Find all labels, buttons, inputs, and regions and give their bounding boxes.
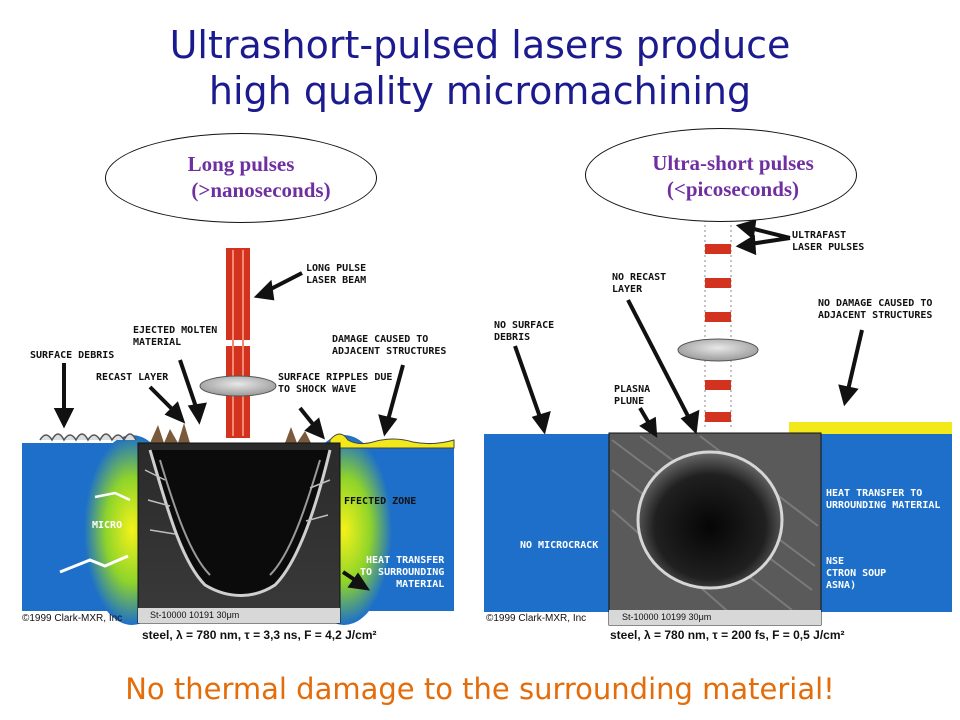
right-sem-footer: St-10000 10199 30μm [622,612,712,622]
long-pulses-duration: (>nanoseconds) [191,178,331,202]
left-recast-bumps-right [285,427,311,443]
long-pulses-ellipse: Long pulses (>nanoseconds) [105,133,377,223]
label-no-microcracks: NO MICROCRACK [520,540,599,551]
ultrashort-pulses-duration: (<picoseconds) [666,177,800,201]
conclusion-text: No thermal damage to the surrounding mat… [125,672,835,706]
right-focusing-lens [677,338,759,362]
left-microcrack [59,554,129,574]
title-line-2: high quality micromachining [208,69,752,113]
left-caption: steel, λ = 780 nm, τ = 3,3 ns, F = 4,2 J… [142,628,377,642]
left-sem-footer: St-10000 10191 30μm [150,610,240,620]
label-micro: MICRO [92,520,123,531]
long-pulses-label: Long pulses [187,152,295,176]
label-recast-layer: RECAST LAYER [96,372,169,383]
left-copyright: ©1999 Clark-MXR, Inc [22,613,123,624]
right-ultrafast-pulses [705,244,731,422]
left-illustration [22,248,455,625]
left-microcrack-2 [94,491,131,502]
right-copyright: ©1999 Clark-MXR, Inc [486,613,587,624]
right-surface-yellow [789,422,952,434]
left-laser-beam-top [226,248,250,340]
label-affected-zone: FFECTED ZONE [344,496,417,507]
ultrashort-pulses-ellipse: Ultra-short pulses (<picoseconds) [585,128,857,222]
left-recast-bumps [150,423,190,443]
left-focusing-lens [199,375,277,397]
title-line-1: Ultrashort-pulsed lasers produce [169,23,791,67]
right-caption: steel, λ = 780 nm, τ = 200 fs, F = 0,5 J… [610,628,845,642]
slide-title: Ultrashort-pulsed lasers produce high qu… [0,22,960,114]
right-sem-hole [636,450,784,590]
right-arrows [513,219,864,438]
left-surface-debris [39,433,137,442]
left-surface-damage [329,433,455,449]
label-surface-debris: SURFACE DEBRIS [30,350,115,361]
ultrashort-pulses-label: Ultra-short pulses [652,151,814,175]
left-arrows [53,271,405,591]
right-illustration [484,215,952,626]
